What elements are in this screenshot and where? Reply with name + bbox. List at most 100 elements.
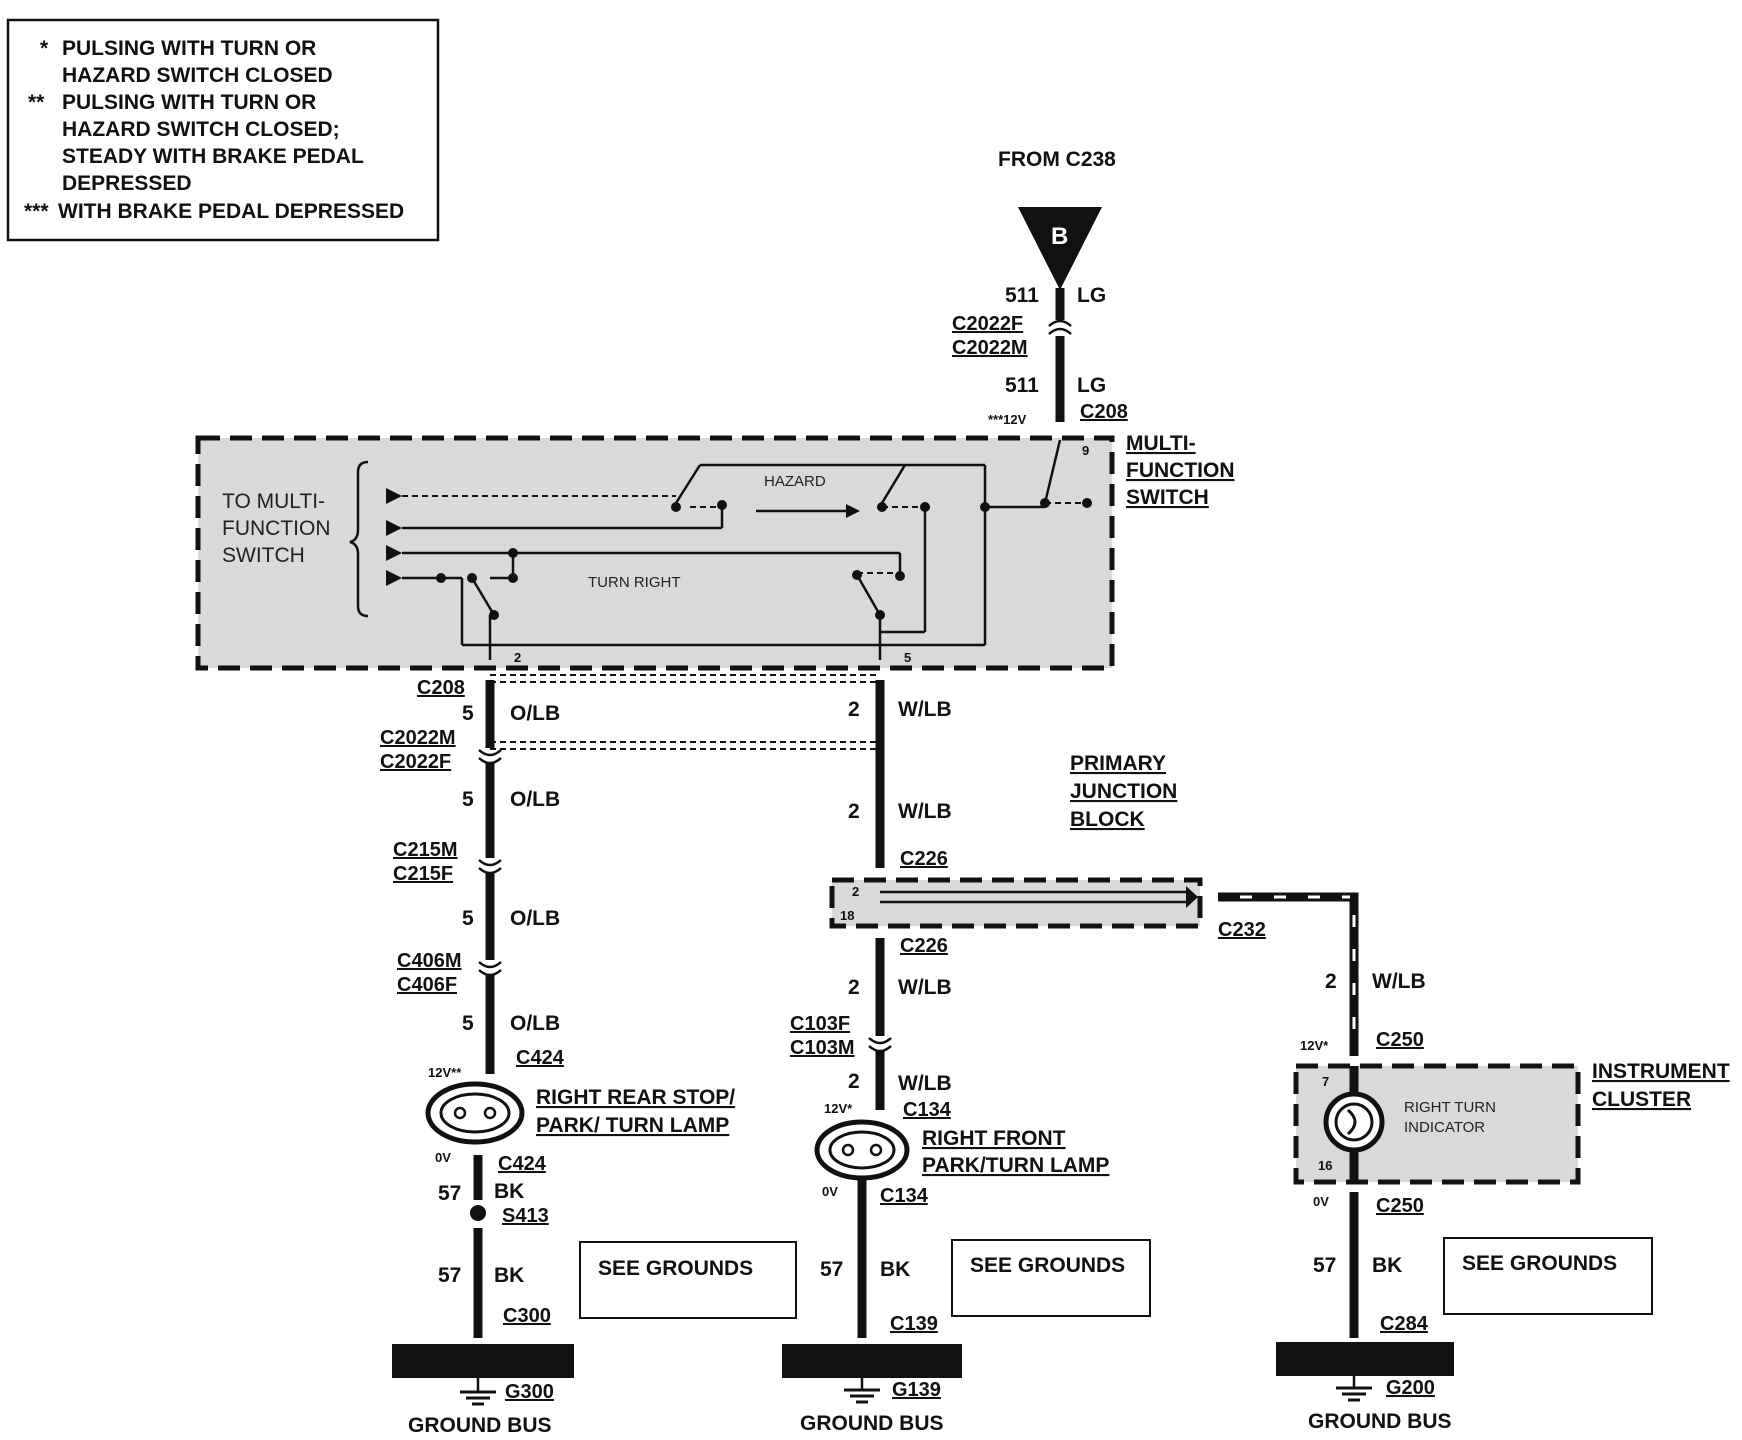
mfs-node-14 bbox=[489, 610, 499, 620]
left-conn-c2022f: C2022F bbox=[380, 751, 451, 773]
junction-label-2: JUNCTION bbox=[1070, 780, 1177, 803]
mfs-hazard-arrow-icon bbox=[846, 504, 860, 518]
mfs-node-5 bbox=[980, 502, 990, 512]
cluster-pin-7: 7 bbox=[1322, 1074, 1329, 1089]
left-conn-c300: C300 bbox=[503, 1305, 551, 1327]
right-branch: 2 W/LB 12V* C250 INSTRUMENT CLUSTER 7 16… bbox=[1218, 892, 1730, 1433]
left-conn-c424-bottom: C424 bbox=[498, 1153, 547, 1175]
feed-color-top: LG bbox=[1077, 284, 1106, 307]
mfs-pin-5: 5 bbox=[904, 650, 911, 665]
mid-see-grounds: SEE GROUNDS bbox=[970, 1254, 1125, 1277]
mid-conn-c103m: C103M bbox=[790, 1037, 854, 1059]
legend-line-7: WITH BRAKE PEDAL DEPRESSED bbox=[58, 200, 404, 223]
left-lamp-label-2: PARK/ TURN LAMP bbox=[536, 1114, 729, 1137]
mid-see-grounds-box bbox=[951, 1239, 1151, 1317]
mid-ground-symbol-icon bbox=[844, 1388, 880, 1404]
connector-b-letter: B bbox=[1051, 223, 1068, 250]
middle-branch: 2 W/LB 2 W/LB PRIMARY JUNCTION BLOCK C22… bbox=[782, 680, 1266, 1435]
right-circuit: 2 bbox=[1325, 970, 1337, 993]
left-ground-symbol-icon bbox=[460, 1390, 496, 1406]
left-conn-c406f: C406F bbox=[397, 974, 457, 996]
left-color-1: O/LB bbox=[510, 702, 560, 725]
mid-color-2: W/LB bbox=[898, 800, 952, 823]
mid-conn-c103f: C103F bbox=[790, 1013, 850, 1035]
right-wire-over bbox=[1218, 892, 1359, 1056]
junction-pin-18: 18 bbox=[840, 908, 854, 923]
legend-line-1: PULSING WITH TURN OR bbox=[62, 37, 316, 60]
left-voltage-bottom: 0V bbox=[435, 1150, 451, 1165]
source-feed: FROM C238 B 511 LG C2022F C2022M 511 LG … bbox=[952, 148, 1128, 427]
cluster-pin-16: 16 bbox=[1318, 1158, 1332, 1173]
cluster-label-1: INSTRUMENT bbox=[1592, 1060, 1730, 1083]
right-turn-indicator-icon bbox=[1323, 1091, 1385, 1153]
right-ground-id: G200 bbox=[1386, 1377, 1435, 1399]
mfs-line-turn-sw2 bbox=[855, 574, 882, 616]
left-ground-color-1: BK bbox=[494, 1180, 524, 1203]
from-c238-label: FROM C238 bbox=[998, 148, 1116, 171]
mfs-node-11 bbox=[467, 573, 477, 583]
legend-box bbox=[6, 18, 440, 242]
mid-ground-id: G139 bbox=[892, 1379, 941, 1401]
mid-color-3: W/LB bbox=[898, 976, 952, 999]
mid-circuit-3: 2 bbox=[848, 976, 860, 999]
left-ground-id: G300 bbox=[505, 1381, 554, 1403]
mfs-node-4 bbox=[920, 502, 930, 512]
right-ground-symbol-icon bbox=[1336, 1386, 1372, 1402]
mid-conn-c139: C139 bbox=[890, 1313, 938, 1335]
left-ground-circuit-1: 57 bbox=[438, 1182, 461, 1205]
right-conn-c250-top: C250 bbox=[1376, 1029, 1424, 1051]
feed-circuit-top: 511 bbox=[1005, 284, 1039, 307]
left-conn-c215m: C215M bbox=[393, 839, 457, 861]
mid-color-4: W/LB bbox=[898, 1072, 952, 1095]
left-ground-bus-bar bbox=[392, 1344, 574, 1378]
mfs-title-line-3: SWITCH bbox=[1126, 486, 1209, 509]
junction-block-border bbox=[829, 877, 1203, 929]
junction-label-1: PRIMARY bbox=[1070, 752, 1166, 775]
mfs-input-arrow-4 bbox=[386, 570, 402, 586]
mfs-node-7 bbox=[1082, 498, 1092, 508]
right-see-grounds: SEE GROUNDS bbox=[1462, 1252, 1617, 1275]
legend: * PULSING WITH TURN OR HAZARD SWITCH CLO… bbox=[6, 18, 440, 242]
left-circuit-4: 5 bbox=[462, 1012, 474, 1035]
mfs-dashed-border bbox=[195, 435, 1115, 671]
mid-conn-c226-top: C226 bbox=[900, 848, 948, 870]
left-conn-c215f: C215F bbox=[393, 863, 453, 885]
mfs-line-turn-sw1 bbox=[470, 577, 496, 616]
left-conn-c424-top: C424 bbox=[516, 1047, 565, 1069]
feed-voltage: ***12V bbox=[988, 412, 1027, 427]
junction-pin-2: 2 bbox=[852, 884, 859, 899]
mfs-inner-label-2: FUNCTION bbox=[222, 517, 331, 540]
mid-ground-bus-bar bbox=[782, 1344, 962, 1378]
mfs-hazard-label: HAZARD bbox=[764, 473, 826, 490]
mfs-node-10 bbox=[436, 573, 446, 583]
feed-conn-c2022f: C2022F bbox=[952, 313, 1023, 335]
right-conn-c284: C284 bbox=[1380, 1313, 1429, 1335]
mid-conn-c226-bottom: C226 bbox=[900, 935, 948, 957]
mfs-title-line-2: FUNCTION bbox=[1126, 459, 1235, 482]
left-branch: C208 5 O/LB C2022M C2022F 5 O/LB C215M C… bbox=[380, 674, 880, 1437]
mid-lamp-label-1: RIGHT FRONT bbox=[922, 1127, 1066, 1150]
mid-ground-bus-label: GROUND BUS bbox=[800, 1412, 944, 1435]
right-voltage-bottom: 0V bbox=[1313, 1194, 1329, 1209]
connector-b-triangle bbox=[1018, 207, 1102, 290]
cluster-label-2: CLUSTER bbox=[1592, 1088, 1691, 1111]
left-circuit-2: 5 bbox=[462, 788, 474, 811]
feed-conn-c2022m: C2022M bbox=[952, 337, 1028, 359]
junction-label-3: BLOCK bbox=[1070, 808, 1145, 831]
mfs-turn-right-label: TURN RIGHT bbox=[588, 574, 681, 591]
left-connector-c2022-icon bbox=[478, 749, 502, 765]
mid-circuit-2: 2 bbox=[848, 800, 860, 823]
left-connector-c406-icon bbox=[478, 961, 502, 977]
right-color: W/LB bbox=[1372, 970, 1426, 993]
mfs-inner-label-1: TO MULTI- bbox=[222, 490, 325, 513]
right-rear-lamp-icon bbox=[425, 1081, 525, 1145]
left-color-4: O/LB bbox=[510, 1012, 560, 1035]
mfs-node-13 bbox=[852, 570, 862, 580]
mfs-line-hazard-v1 bbox=[674, 464, 702, 504]
legend-line-6: DEPRESSED bbox=[62, 172, 192, 195]
mid-circuit-1: 2 bbox=[848, 698, 860, 721]
mfs-line-pin9 bbox=[1043, 439, 1062, 504]
mid-voltage-top: 12V* bbox=[824, 1101, 853, 1116]
mid-lamp-label-2: PARK/TURN LAMP bbox=[922, 1154, 1109, 1177]
mfs-input-arrow-2 bbox=[386, 520, 402, 536]
